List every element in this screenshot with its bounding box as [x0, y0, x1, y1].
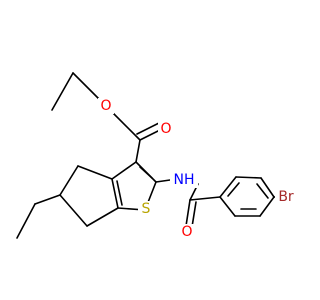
bond-ar-6 [219, 196, 236, 217]
bond-ring-ethyl-2 [16, 203, 36, 239]
bond-carbonyl-c3 [135, 139, 141, 163]
bond-lines [16, 72, 278, 239]
bond-c6-c7a [86, 207, 119, 227]
bond-c3-c2-double [139, 166, 153, 179]
bond-c7a-c3a [111, 178, 119, 209]
bond-amide-co-1 [185, 199, 191, 227]
bond-o-carbonyl-carbon [110, 110, 141, 141]
bromine-label: Br [278, 189, 294, 205]
bond-ar-double-1 [227, 182, 240, 197]
amide-oxygen-atom: O [179, 224, 195, 240]
bond-amide-benzene [189, 196, 221, 201]
bond-ch2-o-ester [72, 72, 100, 100]
bond-ar-double-2 [256, 183, 269, 199]
bond-c4-c5 [59, 165, 79, 196]
bond-amide-co-2 [191, 201, 197, 228]
ester-oxygen-label: O [100, 98, 111, 114]
ester-carbonyl-oxygen-label: O [160, 121, 171, 137]
amide-oxygen-label: O [181, 224, 192, 240]
bond-ar-2 [235, 176, 262, 179]
thiophene-sulfur-label: S [142, 201, 151, 217]
bond-ar-3 [260, 177, 275, 198]
thiophene-sulfur-atom: S [138, 201, 154, 217]
bond-ar-1 [219, 176, 237, 198]
bond-ch3-ch2-ester [51, 72, 74, 111]
amide-nitrogen-atom: NH [170, 172, 198, 188]
bond-c3a-c3 [111, 161, 137, 180]
bond-c5-c6 [59, 194, 88, 227]
bond-ring-ethyl-1 [34, 194, 61, 205]
bond-c7a-c3a-double [116, 180, 123, 206]
bond-c2-nh [155, 179, 171, 183]
bond-c3a-c4 [77, 165, 113, 180]
bond-ar-4 [259, 196, 275, 217]
molecule-structure-diagram: O O NH S O Br [16, 72, 297, 240]
atom-labels: O O NH S O Br [98, 98, 297, 240]
amide-nitrogen-label: NH [174, 172, 195, 188]
ester-oxygen-atom: O [98, 98, 114, 114]
ester-carbonyl-oxygen-atom: O [158, 121, 174, 137]
bond-ester-co-2 [136, 122, 160, 135]
bromine-atom: Br [275, 189, 297, 205]
